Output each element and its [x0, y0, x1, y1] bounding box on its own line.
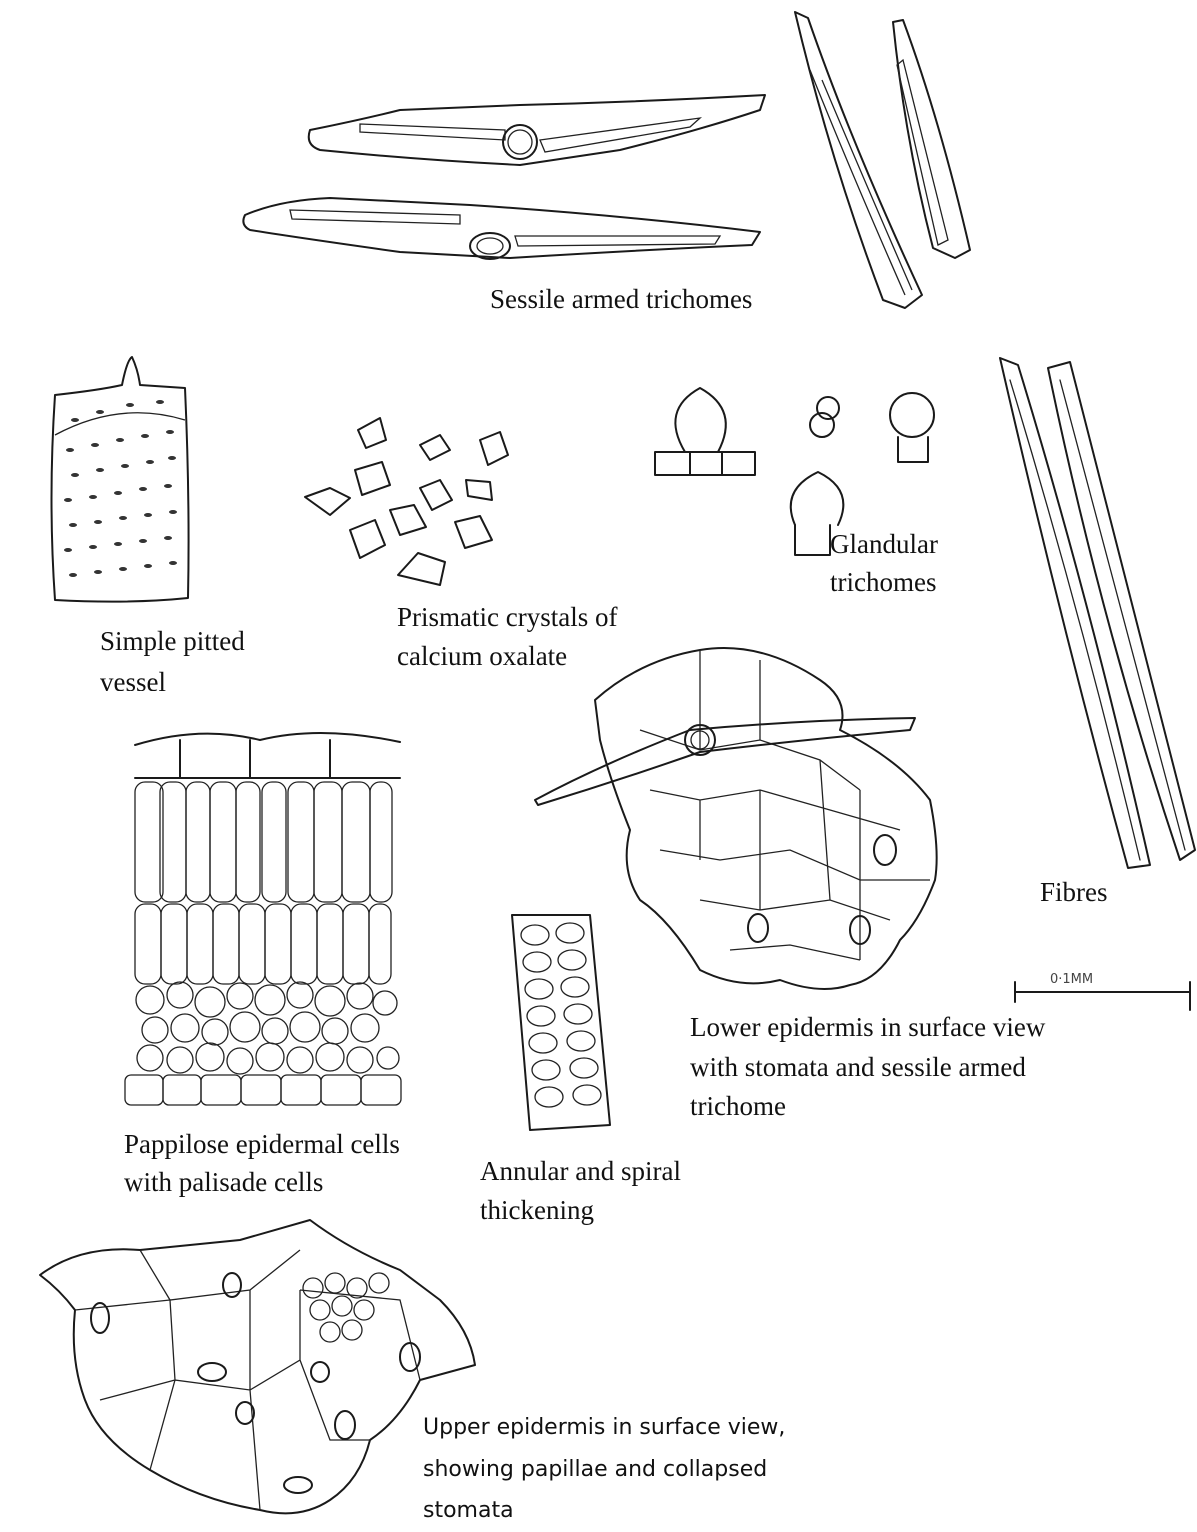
- label-papillose-epidermal-cells: Pappilose epidermal cells: [124, 1125, 400, 1163]
- label-lower-epidermis-line2: with stomata and sessile armed: [690, 1048, 1026, 1086]
- label-lower-epidermis: Lower epidermis in surface view: [690, 1008, 1045, 1046]
- sessile-armed-trichome-drawing: [243, 12, 970, 308]
- label-simple-pitted-vessel-line2: vessel: [100, 663, 166, 691]
- label-annular-spiral-line2: thickening: [480, 1191, 594, 1229]
- label-sessile-armed-trichomes: Sessile armed trichomes: [490, 280, 752, 318]
- prismatic-crystals-drawing: [305, 418, 508, 585]
- label-glandular-trichomes-line2: trichomes: [830, 563, 936, 601]
- lower-epidermis-drawing: [535, 648, 937, 989]
- label-upper-epidermis-line3: stomata: [423, 1490, 514, 1532]
- label-glandular-trichomes: Glandular: [830, 525, 938, 563]
- label-upper-epidermis-line2: showing papillae and collapsed: [423, 1449, 767, 1491]
- fibres-drawing: [1000, 358, 1195, 868]
- label-prismatic-crystals-line2: calcium oxalate: [397, 637, 567, 675]
- label-simple-pitted-vessel: Simple pitted: [100, 622, 245, 660]
- spiral-vessel-drawing: [512, 915, 610, 1130]
- scale-bar: [1015, 982, 1190, 1010]
- label-upper-epidermis: Upper epidermis in surface view,: [423, 1407, 785, 1449]
- label-fibres: Fibres: [1040, 873, 1108, 911]
- label-lower-epidermis-line3: trichome: [690, 1087, 786, 1125]
- simple-pitted-vessel-drawing: [52, 357, 189, 602]
- palisade-section-drawing: [125, 733, 401, 1105]
- label-annular-spiral: Annular and spiral: [480, 1152, 681, 1190]
- scale-bar-label: 0·1MM: [1050, 972, 1093, 988]
- upper-epidermis-drawing: [40, 1220, 475, 1513]
- label-prismatic-crystals: Prismatic crystals of: [397, 598, 617, 636]
- label-papillose-epidermal-cells-line2: with palisade cells: [124, 1163, 323, 1201]
